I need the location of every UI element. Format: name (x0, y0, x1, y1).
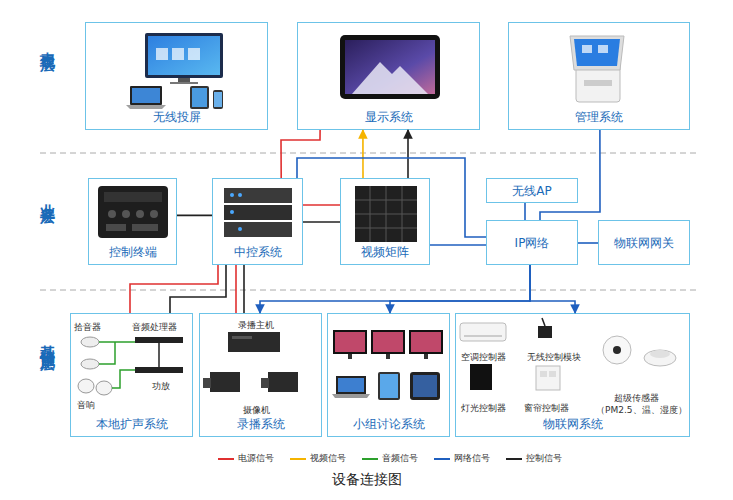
recording-devices (203, 332, 298, 392)
device-label: 灯光控制器 (461, 403, 506, 414)
system-box: 显示系统 (297, 22, 480, 130)
device-label: 窗帘控制器 (524, 403, 569, 414)
tablet-icon (190, 86, 223, 109)
layer-label: 表现层 (40, 40, 56, 49)
box-title: 无线投屏 (153, 110, 201, 124)
box-title: 物联网网关 (614, 236, 674, 250)
box-title: 无线AP (512, 184, 551, 198)
legend-text: 电源信号 (238, 452, 274, 465)
box-title: 视频矩阵 (361, 245, 409, 259)
legend: 电源信号 视频信号 音频信号 网络信号 控制信号 (218, 452, 578, 465)
device-label: 超级传感器 (614, 393, 659, 404)
signal-connector (578, 242, 598, 244)
box-title: 小组讨论系统 (353, 417, 425, 431)
discussion-devices (332, 330, 443, 400)
legend-text: 控制信号 (526, 452, 562, 465)
box-title: 录播系统 (237, 417, 285, 431)
device-label: 拾音器 (74, 322, 101, 333)
box-title: 管理系统 (575, 110, 623, 124)
system-box: 无线投屏 (85, 22, 268, 130)
legend-text: 音频信号 (382, 452, 418, 465)
legend-text: 网络信号 (454, 452, 490, 465)
box-title: 本地扩声系统 (96, 417, 168, 431)
signal-connector (430, 244, 486, 246)
system-box: 物联网系统 (455, 313, 690, 437)
box-title: 物联网系统 (543, 417, 603, 431)
system-box: 中控系统 (212, 178, 303, 265)
signal-connector (362, 130, 364, 178)
device-label: 摄像机 (243, 405, 270, 416)
tv-icon (145, 33, 223, 84)
legend-item: 视频信号 (290, 452, 346, 465)
system-box: 视频矩阵 (340, 178, 430, 265)
figure-caption: 设备连接图 (0, 471, 733, 489)
signal-connector (235, 265, 237, 313)
system-box: 小组讨论系统 (327, 313, 450, 437)
box-title: 控制终端 (109, 245, 157, 259)
signal-connector (177, 215, 212, 217)
legend-item: 控制信号 (506, 452, 562, 465)
signal-connector (407, 130, 409, 178)
signal-connector (530, 265, 575, 313)
matrix-icon (355, 186, 417, 242)
signal-connector (243, 265, 245, 313)
box-title: 显示系统 (365, 110, 413, 124)
rack-icon (224, 188, 292, 237)
iot-devices (460, 318, 676, 390)
signal-connector (303, 221, 340, 223)
signal-connector (303, 204, 340, 206)
layer-divider (40, 290, 700, 291)
signal-connector (540, 130, 600, 220)
legend-item: 电源信号 (218, 452, 274, 465)
system-box: IP网络 (486, 220, 578, 265)
kiosk-icon (570, 36, 624, 102)
signal-connector (130, 265, 218, 313)
layer-label: 基础设施层 (40, 333, 56, 348)
control-panel-icon (98, 186, 168, 238)
box-title: IP网络 (515, 236, 550, 250)
device-label: 空调控制器 (461, 352, 506, 363)
audio-devices (78, 337, 183, 395)
legend-text: 视频信号 (310, 452, 346, 465)
system-box: 物联网网关 (598, 220, 690, 265)
layer-divider (40, 153, 700, 154)
device-label: 无线控制模块 (527, 352, 581, 363)
device-label: 录播主机 (238, 320, 274, 331)
legend-swatch (362, 458, 378, 460)
device-label: 音频处理器 (132, 322, 177, 333)
layer-label: 业务层 (40, 192, 56, 201)
signal-connector (260, 265, 530, 313)
box-title: 中控系统 (234, 245, 282, 259)
legend-swatch (290, 458, 306, 460)
system-box: 录播系统 (199, 313, 322, 437)
legend-swatch (218, 458, 234, 460)
device-label: 音响 (77, 400, 95, 411)
system-box: 管理系统 (508, 22, 690, 130)
device-label: （PM2.5、温、湿度） (596, 405, 687, 416)
device-label: 功放 (152, 381, 170, 392)
signal-connector (297, 158, 486, 237)
laptop-icon (126, 86, 166, 109)
system-box: 控制终端 (88, 178, 177, 265)
signal-connector (281, 130, 320, 178)
signal-connector (524, 203, 526, 220)
signal-connector (390, 265, 530, 313)
signal-connector (170, 265, 226, 313)
system-box: 无线AP (486, 178, 578, 203)
legend-swatch (434, 458, 450, 460)
legend-item: 网络信号 (434, 452, 490, 465)
display-icon (340, 35, 440, 99)
legend-item: 音频信号 (362, 452, 418, 465)
legend-swatch (506, 458, 522, 460)
